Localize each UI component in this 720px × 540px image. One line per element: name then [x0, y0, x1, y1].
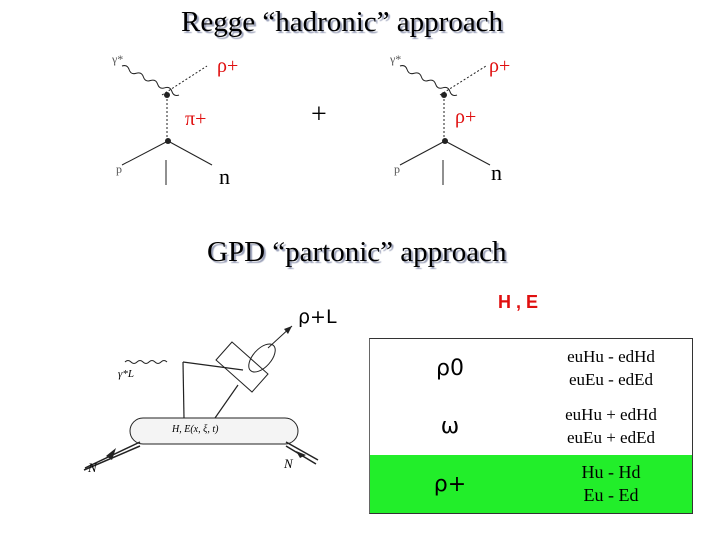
- neutron-out-line: [167, 140, 213, 166]
- rho-plus-label-1: ρ+: [217, 55, 239, 77]
- arrow-head: [296, 451, 306, 458]
- meson-rho-plus: ρ+: [433, 471, 467, 497]
- regge-title: Regge “hadronic” approach: [181, 6, 504, 38]
- formula-line-1: euHu - edHd: [567, 347, 655, 366]
- formula-rho-plus: Hu - Hd Eu - Ed: [530, 461, 692, 507]
- nucleon-label-right: N: [284, 456, 293, 471]
- quark-line-left: [182, 361, 185, 419]
- rho-outgoing-line-1: [161, 65, 208, 96]
- rho-plus-label-2: ρ+: [489, 55, 511, 77]
- formula-line-2: Eu - Ed: [583, 485, 639, 505]
- vertex-dot: [441, 92, 447, 98]
- rho-outgoing-line-2: [439, 65, 487, 96]
- virtual-photon-line: [124, 360, 168, 364]
- proton-label-2: p: [394, 162, 400, 176]
- proton-in-line: [121, 140, 169, 166]
- formula-line-1: euHu + edHd: [565, 405, 657, 424]
- photon-label-1: γ*: [112, 52, 124, 66]
- regge-diagram-1: [121, 65, 213, 185]
- nucleon-label-left: N: [88, 460, 97, 475]
- arrow-head: [106, 448, 116, 460]
- rho-plus-exchange-label: ρ+: [455, 106, 477, 128]
- gpd-handbag-diagram: [83, 325, 319, 471]
- formula-omega: euHu + edHd euEu + edEd: [530, 403, 692, 449]
- nucleon-out-line: [285, 441, 319, 461]
- formula-rho0: euHu - edHd euEu - edEd: [530, 345, 692, 391]
- meson-cylinder: [215, 341, 269, 393]
- photon-wavy-line: [399, 65, 458, 96]
- table-row-rho-plus: ρ+ Hu - Hd Eu - Ed: [370, 455, 692, 513]
- rho-L-label: ρ+L: [298, 306, 337, 328]
- proton-in-line: [399, 140, 446, 166]
- flavor-table: ρ0 euHu - edHd euEu - edEd ω euHu + edHd…: [369, 338, 693, 514]
- quark-line-right: [214, 384, 239, 419]
- formula-line-2: euEu + edEd: [567, 428, 655, 447]
- he-label: H , E: [498, 292, 539, 312]
- gpd-title: GPD “partonic” approach: [207, 236, 507, 268]
- formula-line-1: Hu - Hd: [581, 462, 641, 482]
- gpd-blob: [129, 417, 299, 445]
- photon-L-label: γ*L: [118, 368, 134, 380]
- table-row-rho0: ρ0 euHu - edHd euEu - edEd: [370, 339, 692, 397]
- formula-line-2: euEu - edEd: [568, 370, 654, 389]
- neutron-label-2: n: [491, 160, 502, 185]
- neutron-out-line: [444, 140, 491, 166]
- meson-rho0: ρ0: [436, 355, 464, 381]
- photon-label-2: γ*: [390, 52, 402, 66]
- table-row-omega: ω euHu + edHd euEu + edEd: [370, 397, 692, 455]
- photon-wavy-line: [121, 65, 180, 96]
- meson-omega: ω: [440, 413, 460, 439]
- plus-sign: +: [311, 99, 327, 130]
- meson-cylinder-end: [248, 343, 276, 373]
- arrow-head: [284, 326, 292, 334]
- neutron-label-1: n: [219, 164, 230, 189]
- pi-plus-label: π+: [185, 108, 207, 130]
- gpd-blob-label: H, E(x, ξ, t): [172, 424, 219, 435]
- vertex-dot: [164, 92, 170, 98]
- proton-label-1: p: [116, 162, 122, 176]
- regge-diagram-2: [399, 65, 491, 185]
- quark-line-top: [182, 361, 244, 371]
